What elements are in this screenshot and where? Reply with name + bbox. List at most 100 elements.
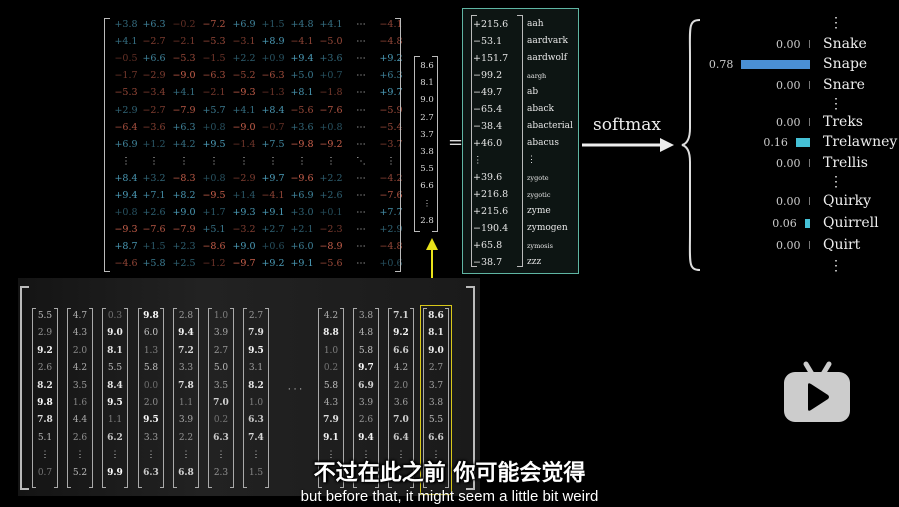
vocab-word: zymogen — [527, 223, 568, 233]
embedding-value: 6.3 — [248, 415, 264, 426]
matrix-cell: +8.4 — [261, 104, 285, 116]
vector-bracket-right — [432, 56, 438, 232]
ellipsis: · · · — [287, 385, 303, 395]
matrix-cell: +0.6 — [261, 241, 285, 253]
matrix-cell: +9.5 — [202, 138, 226, 150]
embedding-value: 6.6 — [393, 345, 409, 356]
probability-value: 0.00 — [776, 116, 801, 129]
matrix-cell: −4.8 — [379, 36, 403, 48]
embedding-value: 0.0 — [143, 380, 159, 391]
embedding-value: ⋮ — [431, 450, 441, 461]
matrix-cell: −1.3 — [261, 87, 285, 99]
probability-bar — [741, 60, 810, 69]
embedding-value: 4.2 — [393, 363, 409, 374]
matrix-cell: −9.3 — [114, 224, 138, 236]
column-bracket-left — [208, 308, 212, 488]
bilibili-tv-icon — [784, 361, 850, 422]
matrix-cell: −4.6 — [114, 258, 138, 270]
matrix-cell: ⋮ — [121, 155, 131, 167]
embedding-value: 3.1 — [248, 363, 264, 374]
logit-value: −99.2 — [473, 70, 503, 81]
vertical-ellipsis: ⋮ — [829, 96, 843, 112]
token-label: Trelawney — [823, 134, 898, 150]
embedding-value: 3.5 — [72, 380, 88, 391]
matrix-cell: +6.3 — [379, 70, 403, 82]
column-bracket-right — [265, 308, 269, 488]
logit-value: +151.7 — [473, 53, 509, 64]
matrix-cell: −5.4 — [379, 121, 403, 133]
matrix-cell: +0.9 — [261, 53, 285, 65]
matrix-cell: −3.4 — [142, 87, 166, 99]
matrix-cell: ⋯ — [356, 104, 366, 116]
matrix-cell: ⋮ — [179, 155, 189, 167]
subtitle-chinese: 不过在此之前 你可能会觉得 — [313, 461, 586, 486]
embedding-value: 7.0 — [393, 415, 409, 426]
embedding-value: 0.3 — [107, 311, 123, 321]
probability-bar — [808, 40, 810, 48]
embedding-value: 2.6 — [358, 415, 374, 426]
matrix-cell: +2.2 — [232, 53, 256, 65]
embedding-value: 4.3 — [323, 398, 339, 408]
embedding-value: ⋮ — [361, 450, 371, 461]
vector-bracket-left — [414, 56, 420, 232]
matrix-cell: +5.7 — [202, 104, 226, 116]
matrix-cell: −9.0 — [232, 121, 256, 133]
probability-value: 0.00 — [776, 157, 801, 170]
matrix-cell: ⋯ — [356, 87, 366, 99]
embedding-value: 0.2 — [323, 363, 339, 374]
vector-cell: 8.1 — [420, 78, 434, 89]
logit-value: ⋮ — [473, 155, 483, 166]
embedding-value: 2.2 — [178, 432, 194, 443]
embedding-value: 3.6 — [393, 398, 409, 408]
column-bracket-left — [318, 308, 322, 488]
matrix-cell: +8.7 — [114, 241, 138, 253]
embedding-value: 3.9 — [178, 415, 194, 426]
matrix-cell: +2.9 — [114, 104, 138, 116]
matrix-cell: −8.3 — [172, 172, 196, 184]
matrix-cell: −2.9 — [232, 172, 256, 184]
matrix-cell: −2.1 — [172, 36, 196, 48]
embedding-value: 2.8 — [178, 311, 194, 321]
matrix-cell: +7.1 — [142, 190, 166, 201]
vertical-ellipsis: ⋮ — [829, 258, 843, 274]
matrix-cell: +4.2 — [172, 138, 196, 150]
matrix-cell: ⋯ — [356, 190, 366, 201]
matrix-cell: +1.7 — [202, 207, 226, 219]
matrix-cell: +5.1 — [202, 224, 226, 236]
embedding-value: 2.6 — [37, 363, 53, 374]
matrix-cell: +8.4 — [114, 172, 138, 184]
embedding-value: 6.8 — [178, 467, 194, 478]
embedding-value: 2.7 — [213, 345, 229, 356]
column-bracket-left — [173, 308, 177, 488]
matrix-cell: +9.7 — [261, 172, 285, 184]
embedding-value: 5.5 — [428, 415, 444, 426]
embedding-value: 2.0 — [393, 380, 409, 391]
embedding-value: ⋮ — [40, 450, 50, 461]
embedding-value: 9.7 — [358, 363, 374, 374]
matrix-cell: ⋯ — [356, 172, 366, 184]
logit-value: −38.7 — [473, 257, 503, 268]
matrix-cell: +6.3 — [142, 19, 166, 30]
logit-value: −49.7 — [473, 87, 503, 98]
arrow-right — [582, 138, 674, 152]
embedding-value: 5.8 — [358, 345, 374, 356]
matrix-cell: −2.7 — [142, 104, 166, 116]
column-bracket-left — [388, 308, 392, 488]
matrix-cell: +5.8 — [142, 258, 166, 270]
matrix-cell: ⋯ — [356, 36, 366, 48]
matrix-cell: −1.7 — [114, 70, 138, 82]
matrix-cell: −5.3 — [202, 36, 226, 48]
embedding-value: 1.1 — [178, 398, 194, 408]
vocab-word: aardwolf — [527, 53, 568, 63]
matrix-cell: −7.6 — [142, 224, 166, 236]
embedding-value: 3.5 — [213, 380, 229, 391]
token-label: Treks — [823, 114, 863, 130]
matrix-cell: −2.1 — [202, 87, 226, 99]
embedding-value: 5.1 — [37, 432, 53, 443]
